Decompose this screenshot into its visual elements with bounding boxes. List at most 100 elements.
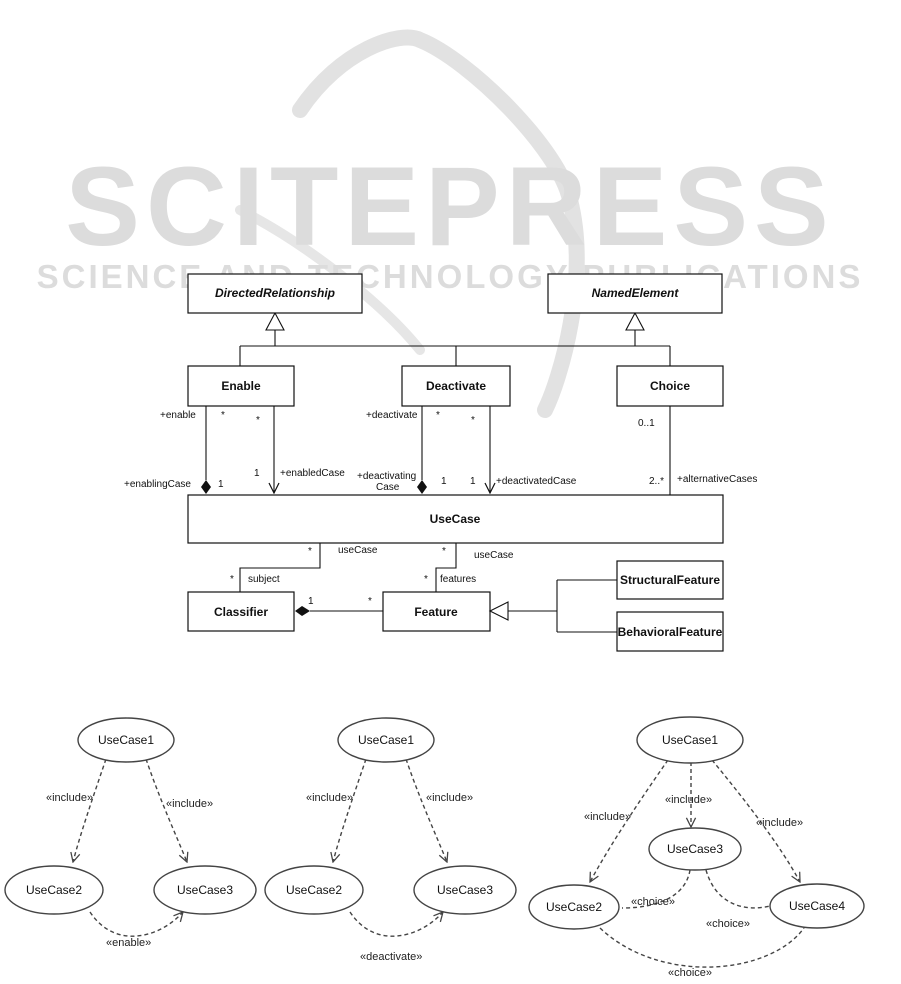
label-features-usecase-mult: * bbox=[442, 546, 446, 557]
include-edge-1-2 bbox=[73, 758, 107, 862]
example-deactivate: UseCase1 UseCase2 UseCase3 «include» «in… bbox=[264, 717, 517, 963]
label-enabling-mult: 1 bbox=[218, 479, 224, 490]
class-directed-relationship-name: DirectedRelationship bbox=[215, 286, 335, 300]
label-enabled-mult: 1 bbox=[254, 468, 260, 479]
subject-association bbox=[239, 543, 321, 592]
class-enable-name: Enable bbox=[221, 379, 261, 393]
choice-edge-3-4 bbox=[705, 869, 771, 909]
label-choice-mult: 0..1 bbox=[638, 418, 655, 429]
usecase-node-2-label: UseCase2 bbox=[546, 900, 602, 914]
label-deactivated-mult: 1 bbox=[470, 476, 476, 487]
choice-label-2-4: «choice» bbox=[668, 967, 712, 979]
usecase-node-1-label: UseCase1 bbox=[662, 733, 718, 747]
usecase-node-1 bbox=[337, 717, 435, 763]
usecase-node-4-label: UseCase4 bbox=[789, 899, 845, 913]
composition-diamond-classifier bbox=[295, 606, 310, 616]
usecase-node-3-label: UseCase3 bbox=[437, 883, 493, 897]
watermark-book-logo bbox=[292, 29, 585, 418]
label-alternative-mult: 2..* bbox=[649, 476, 664, 487]
features-association bbox=[435, 543, 457, 592]
generalization-lines bbox=[239, 311, 671, 366]
class-usecase-name: UseCase bbox=[430, 512, 481, 526]
label-subject-role: subject bbox=[248, 574, 280, 585]
label-enable-mult-a: * bbox=[221, 410, 225, 421]
label-alternative-cases: +alternativeCases bbox=[677, 474, 757, 485]
label-feature-classifier-mult: * bbox=[368, 596, 372, 607]
deactivate-edge-2-3 bbox=[349, 912, 443, 937]
include-label-left: «include» bbox=[46, 792, 93, 804]
usecase-node-3 bbox=[648, 827, 742, 871]
include-label-mid: «include» bbox=[665, 794, 712, 806]
usecase-node-3 bbox=[153, 865, 257, 915]
class-behavioral-feature-name: BehavioralFeature bbox=[618, 625, 723, 639]
class-enable bbox=[187, 365, 295, 407]
usecase-node-3-label: UseCase3 bbox=[667, 842, 723, 856]
choice-edge-2-4 bbox=[599, 927, 805, 968]
include-edge-1-2 bbox=[333, 758, 367, 862]
include-label-left: «include» bbox=[584, 811, 631, 823]
usecase-node-2-label: UseCase2 bbox=[286, 883, 342, 897]
class-choice-name: Choice bbox=[650, 379, 690, 393]
class-usecase bbox=[187, 494, 724, 544]
label-features-usecase-role: useCase bbox=[474, 550, 514, 561]
include-label-right: «include» bbox=[426, 792, 473, 804]
label-deactivating-case-line1: +deactivating bbox=[357, 471, 416, 482]
label-classifier-feature-mult: 1 bbox=[308, 596, 314, 607]
include-label-right: «include» bbox=[166, 798, 213, 810]
example-enable: UseCase1 UseCase2 UseCase3 «include» «in… bbox=[4, 717, 257, 949]
choice-edge-3-2 bbox=[621, 869, 691, 909]
label-subject-usecase-mult: * bbox=[308, 546, 312, 557]
class-structural-feature-name: StructuralFeature bbox=[620, 573, 720, 587]
usecase-node-2 bbox=[264, 865, 364, 915]
generalization-arrow-named-element bbox=[625, 311, 645, 331]
include-label-right: «include» bbox=[756, 817, 803, 829]
include-edge-1-4 bbox=[711, 759, 800, 882]
include-edge-1-2 bbox=[590, 759, 669, 882]
watermark-book-spine bbox=[235, 205, 425, 355]
watermark-subtitle: SCIENCE AND TECHNOLOGY PUBLICATIONS bbox=[37, 258, 864, 295]
usecase-node-1-label: UseCase1 bbox=[358, 733, 414, 747]
example-choice: UseCase1 UseCase3 UseCase2 UseCase4 «inc… bbox=[528, 716, 865, 979]
usecase-node-4 bbox=[769, 883, 865, 929]
choice-label-3-2: «choice» bbox=[631, 896, 675, 908]
enable-label: «enable» bbox=[106, 937, 151, 949]
class-behavioral-feature bbox=[616, 611, 724, 652]
generalization-arrow-feature bbox=[488, 601, 509, 621]
class-structural-feature bbox=[616, 560, 724, 600]
choice-label-3-4: «choice» bbox=[706, 918, 750, 930]
usecase-node-3 bbox=[413, 865, 517, 915]
feature-generalization bbox=[488, 579, 617, 633]
class-classifier bbox=[187, 591, 295, 632]
usecase-node-2-label: UseCase2 bbox=[26, 883, 82, 897]
label-enable-role: +enable bbox=[160, 410, 196, 421]
classifier-feature-composition bbox=[295, 606, 383, 616]
metamodel-diagram: DirectedRelationship NamedElement Enable… bbox=[124, 273, 757, 652]
class-deactivate-name: Deactivate bbox=[426, 379, 486, 393]
label-deactivated-case: +deactivatedCase bbox=[496, 476, 577, 487]
label-subject-mult: * bbox=[230, 574, 234, 585]
usecase-node-2 bbox=[528, 884, 620, 930]
label-features-mult: * bbox=[424, 574, 428, 585]
generalization-arrow-directed-relationship bbox=[265, 311, 285, 331]
composition-diamond-deactivating-case bbox=[417, 480, 427, 494]
label-enable-mult-b: * bbox=[256, 415, 260, 426]
label-deactivate-mult-a: * bbox=[436, 410, 440, 421]
class-directed-relationship bbox=[187, 273, 363, 314]
label-deactivate-role: +deactivate bbox=[366, 410, 418, 421]
deactivate-associations bbox=[417, 406, 490, 494]
class-feature-name: Feature bbox=[414, 605, 458, 619]
label-subject-usecase-role: useCase bbox=[338, 545, 378, 556]
deactivate-label: «deactivate» bbox=[360, 951, 422, 963]
enable-associations bbox=[201, 406, 274, 494]
usecase-node-1-label: UseCase1 bbox=[98, 733, 154, 747]
label-deactivate-mult-b: * bbox=[471, 415, 475, 426]
class-named-element bbox=[547, 273, 723, 314]
watermark: SCITEPRESS SCIENCE AND TECHNOLOGY PUBLIC… bbox=[37, 29, 864, 418]
label-deactivating-mult: 1 bbox=[441, 476, 447, 487]
usecase-node-2 bbox=[4, 865, 104, 915]
label-deactivating-case-line2: Case bbox=[376, 482, 400, 493]
include-edge-1-3 bbox=[405, 758, 447, 862]
include-label-left: «include» bbox=[306, 792, 353, 804]
usecase-node-1 bbox=[77, 717, 175, 763]
